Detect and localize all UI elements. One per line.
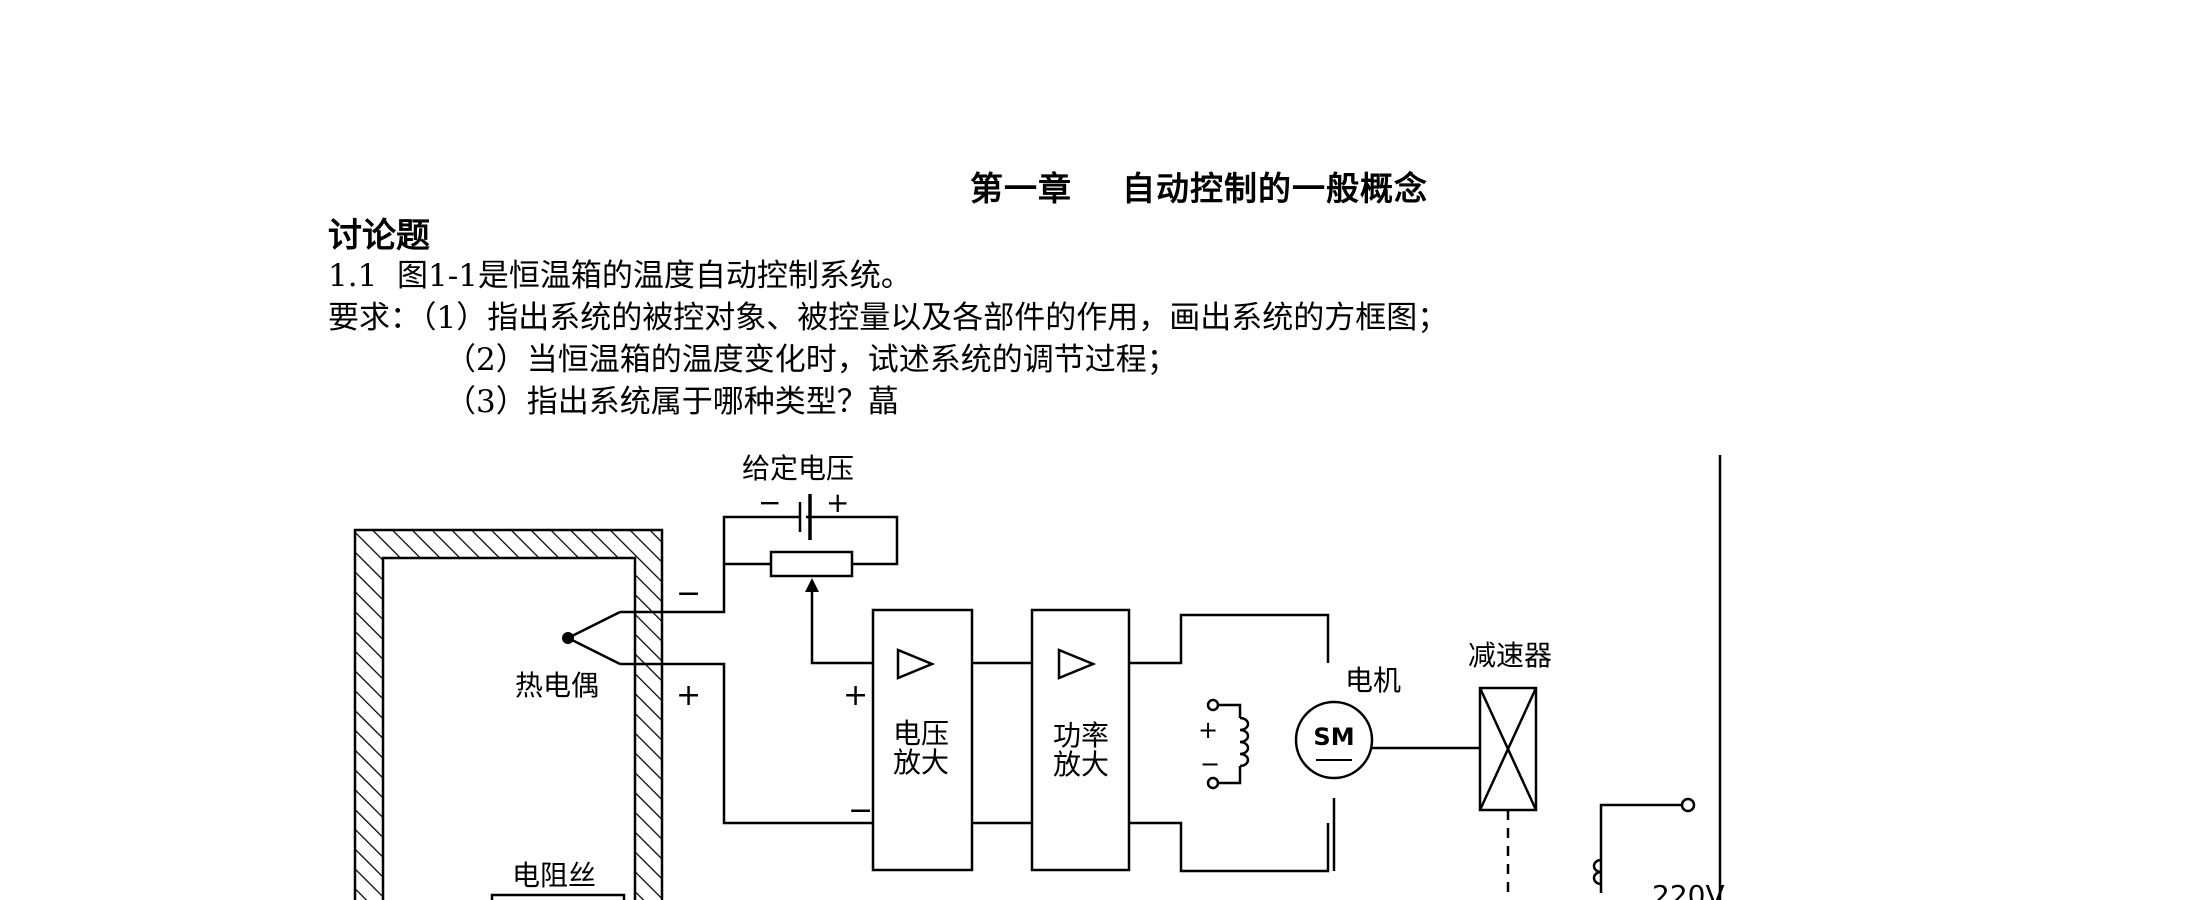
thermocouple-label: 热电偶 [515, 669, 599, 702]
field-plus-label: + [1198, 716, 1218, 744]
reference-battery [770, 494, 812, 540]
requirement-1-line: 要求：（1）指出系统的被控对象、被控量以及各部件的作用，画出系统的方框图； [328, 292, 1448, 337]
amp-in-plus-label: + [843, 678, 868, 713]
power-amp-label-1: 功率 [1053, 719, 1109, 752]
ref-minus-label: − [758, 486, 781, 519]
section-title: 讨论题 [328, 216, 430, 256]
reducer-label: 减速器 [1468, 639, 1552, 672]
motor-symbol: SM [1313, 723, 1354, 751]
wiring [620, 455, 1722, 900]
supply-coil [1592, 797, 1696, 886]
tc-plus-label: + [676, 678, 701, 713]
power-amp-label-2: 放大 [1053, 748, 1109, 781]
oven-enclosure [353, 528, 664, 900]
motor [1294, 700, 1374, 780]
voltage-amp-label-1: 电压 [893, 717, 949, 750]
field-coil [1206, 698, 1250, 790]
potentiometer [769, 550, 854, 592]
motor-label: 电机 [1345, 664, 1401, 697]
requirement-3: （3）指出系统属于哪种类型？蕌 [445, 384, 899, 420]
requirement-2: （2）当恒温箱的温度变化时，试述系统的调节过程； [445, 342, 1178, 378]
voltage-amplifier [871, 608, 974, 872]
heater-label: 电阻丝 [512, 859, 596, 892]
supply-label: 220V [1652, 879, 1725, 900]
amp-in-minus-label: − [848, 793, 873, 828]
ref-plus-label: + [826, 486, 849, 519]
field-minus-label: − [1200, 750, 1220, 778]
voltage-amp-label-2: 放大 [893, 746, 949, 779]
heater [490, 893, 626, 900]
thermocouple [562, 610, 621, 666]
power-amplifier [1030, 608, 1131, 872]
problem-statement: 1.1 图1-1是恒温箱的温度自动控制系统。 [328, 258, 912, 294]
tc-minus-label: − [676, 576, 701, 611]
requirement-prefix: 要求： [328, 300, 421, 336]
reducer [1478, 686, 1538, 812]
requirement-1: （1）指出系统的被控对象、被控量以及各部件的作用，画出系统的方框图； [421, 300, 1449, 336]
reference-voltage-label: 给定电压 [742, 452, 854, 485]
chapter-title: 第一章 自动控制的一般概念 [970, 169, 1428, 208]
